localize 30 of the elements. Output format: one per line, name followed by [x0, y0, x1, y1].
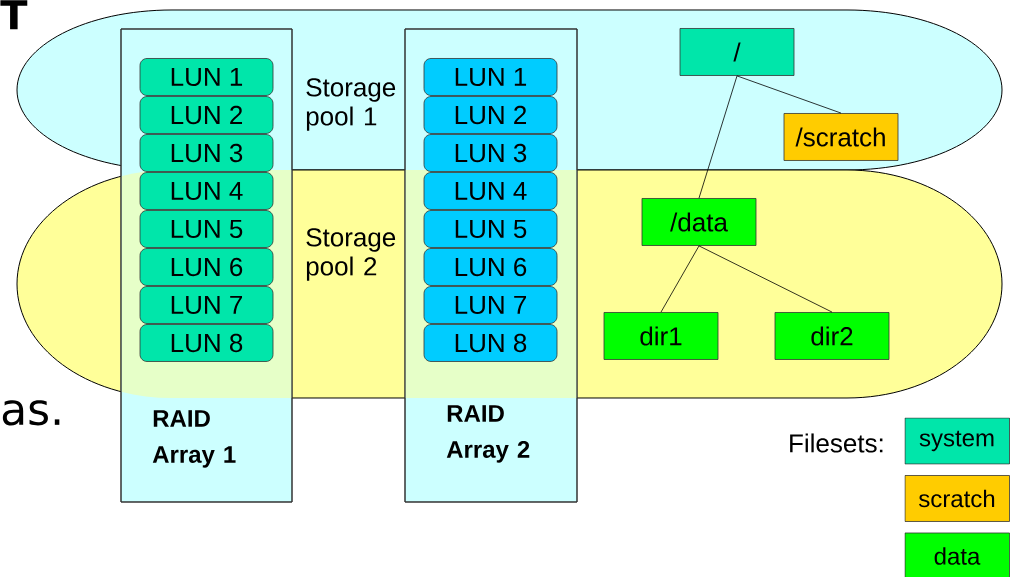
- tree-line: [698, 75, 738, 199]
- tree-line: [698, 245, 833, 313]
- lun-box: LUN 4: [139, 172, 274, 210]
- lun-box: LUN 4: [423, 172, 558, 210]
- legend-text: scratch: [919, 489, 995, 508]
- lun-box: LUN 7: [423, 286, 558, 324]
- tree-line: [736, 75, 842, 114]
- lun-box: LUN 3: [139, 134, 274, 172]
- lun-box: LUN 3: [423, 134, 558, 172]
- directory-box: dir1: [603, 312, 719, 360]
- lun-box: LUN 8: [423, 324, 558, 362]
- lun-box: LUN 1: [423, 58, 558, 96]
- lun-box: LUN 8: [139, 324, 274, 362]
- lun-box: LUN 6: [139, 248, 274, 286]
- directory-box: dir2: [774, 312, 890, 360]
- directory-box: /data: [641, 198, 757, 246]
- lun-box: LUN 5: [423, 210, 558, 248]
- directory-box: /: [679, 28, 795, 76]
- cut-text: as.: [2, 400, 60, 426]
- lun-box: LUN 1: [139, 58, 274, 96]
- legend-title: Filesets:: [790, 433, 883, 453]
- lun-box: LUN 2: [423, 96, 558, 134]
- lun-box: LUN 7: [139, 286, 274, 324]
- tree-line: [660, 245, 700, 313]
- lun-box: LUN 5: [139, 210, 274, 248]
- lun-box: LUN 6: [423, 248, 558, 286]
- lun-box: LUN 2: [139, 96, 274, 134]
- legend-text: system: [919, 430, 994, 452]
- legend-text: data: [934, 547, 981, 565]
- directory-box: /scratch: [783, 113, 899, 161]
